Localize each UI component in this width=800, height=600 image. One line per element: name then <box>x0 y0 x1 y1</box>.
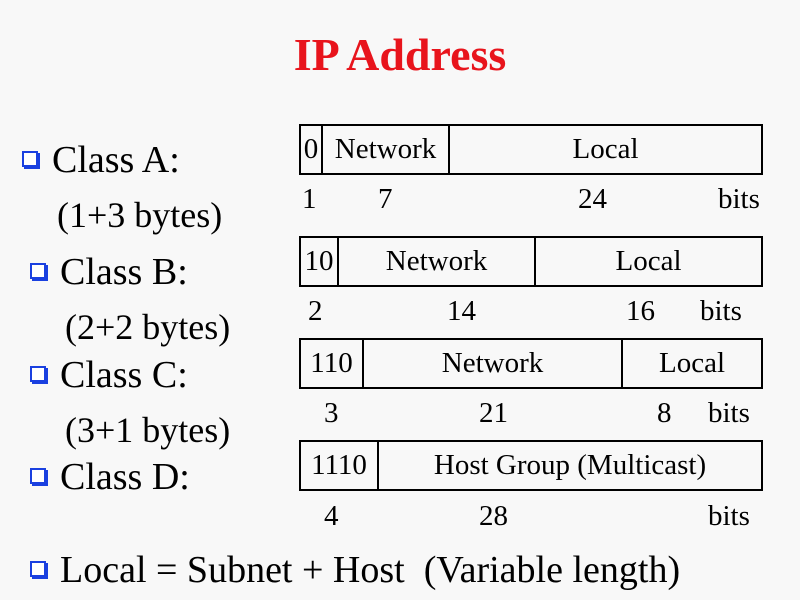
class-b-bytes: (2+2 bytes) <box>65 307 231 347</box>
bullet-icon <box>30 468 46 485</box>
bits-count: 4 <box>324 500 339 532</box>
bits-unit: bits <box>700 295 742 327</box>
bits-unit: bits <box>708 397 750 429</box>
bits-count: 7 <box>378 183 393 215</box>
field-prefix: 10 <box>301 238 339 285</box>
bits-count: 2 <box>308 295 323 327</box>
class-a-label: Class A: <box>22 140 180 180</box>
class-c-bytes: (3+1 bytes) <box>65 410 231 450</box>
footer-note: Local = Subnet + Host (Variable length) <box>30 550 680 590</box>
field-local: Local <box>615 245 682 277</box>
label-text: Class C: <box>60 354 188 396</box>
label-text: Class D: <box>60 456 190 498</box>
class-d-label: Class D: <box>30 457 190 497</box>
field-local: Local <box>572 133 639 165</box>
class-a-format: 0 Network Local <box>299 124 763 175</box>
field-prefix: 0 <box>301 126 323 173</box>
field-prefix: 110 <box>301 340 364 387</box>
bits-unit: bits <box>718 183 760 215</box>
bits-count: 8 <box>657 397 672 429</box>
field-host-group: Host Group (Multicast) <box>433 449 707 481</box>
bits-unit: bits <box>708 500 750 532</box>
footer-text: Local = Subnet + Host (Variable length) <box>60 549 681 591</box>
field-network: Network <box>323 126 450 173</box>
class-a-bytes: (1+3 bytes) <box>57 195 223 235</box>
bullet-icon <box>30 561 46 578</box>
label-text: Class B: <box>60 251 188 293</box>
bits-count: 21 <box>479 397 508 429</box>
field-network: Network <box>339 238 536 285</box>
bits-count: 28 <box>479 500 508 532</box>
class-b-format: 10 Network Local <box>299 236 763 287</box>
bits-count: 14 <box>447 295 476 327</box>
bits-count: 1 <box>302 183 317 215</box>
field-network: Network <box>364 340 623 387</box>
bits-count: 16 <box>626 295 655 327</box>
bits-count: 24 <box>578 183 607 215</box>
bullet-icon <box>30 263 46 280</box>
bullet-icon <box>22 151 38 168</box>
class-d-format: 1110 Host Group (Multicast) <box>299 440 763 491</box>
bits-count: 3 <box>324 397 339 429</box>
field-local: Local <box>658 347 725 379</box>
field-prefix: 1110 <box>301 442 379 489</box>
class-b-label: Class B: <box>30 252 188 292</box>
class-c-format: 110 Network Local <box>299 338 763 389</box>
label-text: Class A: <box>52 139 180 181</box>
bullet-icon <box>30 366 46 383</box>
slide-title: IP Address <box>293 29 507 80</box>
class-c-label: Class C: <box>30 355 188 395</box>
